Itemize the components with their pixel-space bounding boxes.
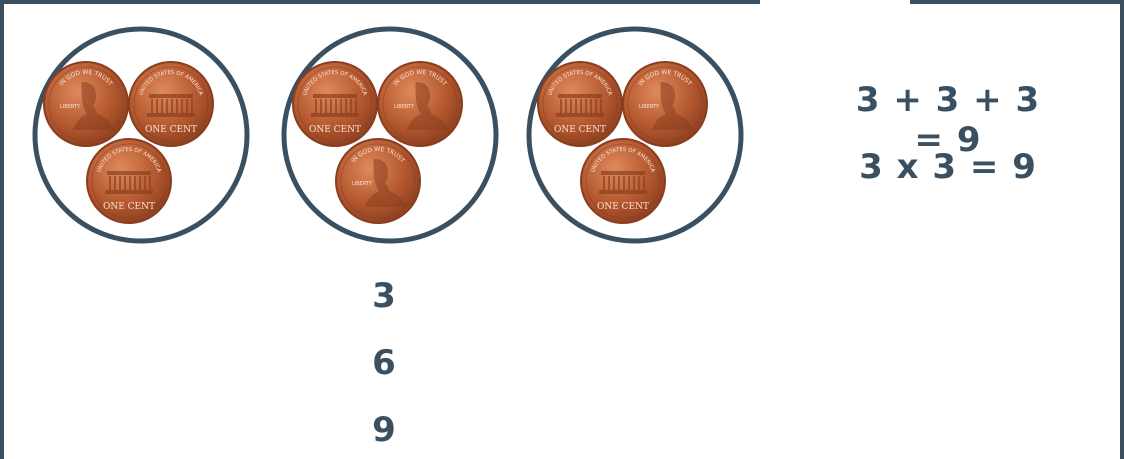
coin-one-cent-text: ONE CENT xyxy=(554,125,606,135)
skip-count-1: 3 xyxy=(354,276,414,316)
coin-one-cent-text: ONE CENT xyxy=(309,125,361,135)
coin-liberty-text: LIBERTY xyxy=(639,104,660,110)
skip-count-2: 6 xyxy=(354,343,414,383)
coin-one-cent-text: ONE CENT xyxy=(145,125,197,135)
skip-count-3: 9 xyxy=(354,410,414,450)
coin-one-cent-text: ONE CENT xyxy=(103,202,155,212)
frame-gap xyxy=(760,0,910,4)
multiplication-equation: 3 x 3 = 9 xyxy=(838,147,1058,187)
coin-one-cent-text: ONE CENT xyxy=(597,202,649,212)
coin-liberty-text: LIBERTY xyxy=(60,104,81,110)
coin-liberty-text: LIBERTY xyxy=(394,104,415,110)
coin-liberty-text: LIBERTY xyxy=(352,181,373,187)
